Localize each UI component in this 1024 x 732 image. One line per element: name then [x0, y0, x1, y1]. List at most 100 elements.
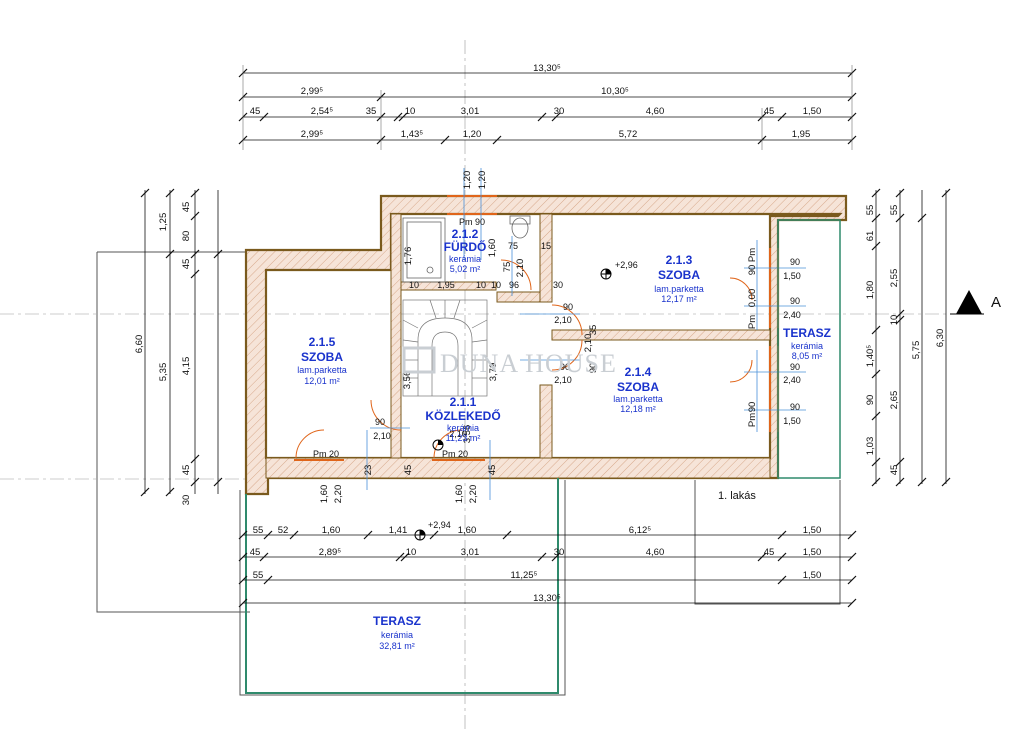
- room-material: kerámia: [447, 423, 479, 433]
- section-marker-label: A: [991, 294, 1001, 311]
- opening-label: 3,56: [402, 371, 413, 390]
- dim-label: 30: [554, 547, 565, 558]
- opening-label: 90: [588, 363, 599, 374]
- opening-label: 1,20: [462, 171, 473, 190]
- terrace-area: 8,05 m²: [792, 351, 823, 361]
- dim-label: 6,60: [134, 335, 145, 354]
- dim-label: 55: [865, 205, 876, 216]
- room-id: 2.1.3: [666, 253, 693, 267]
- opening-label: 90: [790, 257, 800, 267]
- top-dim-labels: 13,30⁵ 2,99⁵ 10,30⁵ 45 2,54⁵ 35 10 3,01 …: [250, 63, 822, 140]
- dim-label: 5,35: [158, 363, 169, 382]
- dim-label: 2,55: [889, 269, 900, 288]
- dim-label: 61: [865, 231, 876, 242]
- dim-label: 45: [181, 259, 192, 270]
- watermark: DUNA HOUSE: [402, 346, 616, 378]
- opening-label: 0,00: [747, 289, 758, 308]
- lower-outline: [96, 251, 841, 696]
- room-name: FÜRDŐ: [444, 239, 487, 254]
- opening-label: Pm: [747, 413, 758, 427]
- opening-label: 10: [491, 280, 501, 290]
- axis-lines: [0, 40, 950, 732]
- room-id: 2.1.4: [625, 365, 652, 379]
- dim-label: 45: [889, 465, 900, 476]
- opening-label: 90: [375, 417, 385, 427]
- opening-label: 1,60: [454, 485, 465, 504]
- opening-label: 90: [563, 302, 573, 312]
- room-material: lam.parketta: [654, 284, 704, 294]
- bottom-dim-labels: 55 52 1,60 1,41 1,60 6,12⁵ 1,50 45 2,89⁵…: [250, 525, 822, 604]
- opening-label: 2,10: [373, 431, 391, 441]
- dim-label: 1,50: [803, 547, 822, 558]
- opening-labels: 1,20 1,20 Pm 90 1,76 1,60 75 15 75 2,10 …: [313, 171, 801, 504]
- dim-label: 5,75: [911, 341, 922, 360]
- dim-label: 3,01: [461, 106, 480, 117]
- dim-label: 2,89⁵: [319, 547, 341, 558]
- dim-label: 1,50: [803, 570, 822, 581]
- opening-label: 1,20: [477, 171, 488, 190]
- terrace-name: TERASZ: [373, 614, 421, 628]
- opening-label: 90: [790, 362, 800, 372]
- opening-label: 10: [476, 280, 486, 290]
- dim-label: 55: [889, 205, 900, 216]
- dim-label: 1,41: [389, 525, 408, 536]
- room-name: SZOBA: [301, 350, 343, 364]
- dim-label: 52: [278, 525, 289, 536]
- opening-label: 90: [747, 265, 758, 276]
- room-area: 12,17 m²: [661, 294, 697, 304]
- right-dim-labels: 55 55 61 1,80 2,55 10 1,40⁵ 5,75 6,30 90…: [865, 205, 946, 476]
- opening-label: 1,60: [319, 485, 330, 504]
- dim-label: 1,43⁵: [401, 129, 423, 140]
- dim-label: 30: [181, 495, 192, 506]
- room-name: KÖZLEKEDŐ: [425, 408, 500, 423]
- room-area: 5,02 m²: [450, 264, 481, 274]
- opening-label: Pm 20: [442, 449, 468, 459]
- opening-label: 30: [553, 280, 563, 290]
- room-id: 2.1.5: [309, 335, 336, 349]
- opening-label: 2,10: [554, 375, 572, 385]
- opening-label: 1,60: [487, 239, 498, 258]
- opening-label: 1,76: [403, 247, 414, 266]
- opening-ticks: [366, 168, 806, 500]
- dim-label: 45: [181, 465, 192, 476]
- bottom-dimensions: [238, 530, 857, 608]
- dim-label: 6,12⁵: [629, 525, 651, 536]
- dim-label: 90: [865, 395, 876, 406]
- dim-label: 1,60: [322, 525, 341, 536]
- dim-label: 1,25: [158, 213, 169, 232]
- room-2-1-5: 2.1.5 SZOBA lam.parketta 12,01 m²: [297, 335, 347, 386]
- opening-label: 2,10: [449, 429, 467, 439]
- dim-label: 30: [554, 106, 565, 117]
- dim-label: 3,01: [461, 547, 480, 558]
- walls: [244, 194, 848, 496]
- apartment-label: 1. lakás: [718, 490, 756, 502]
- dim-label: 55: [253, 525, 264, 536]
- opening-label: 90: [790, 296, 800, 306]
- dim-label: 1,03: [865, 437, 876, 456]
- dim-label: 10,30⁵: [601, 86, 629, 97]
- terrace-name: TERASZ: [783, 326, 831, 340]
- room-name: SZOBA: [617, 380, 659, 394]
- room-area: 12,18 m²: [620, 404, 656, 414]
- opening-label: 1,50: [783, 416, 801, 426]
- dim-label: 45: [250, 106, 261, 117]
- dim-label: 45: [181, 202, 192, 213]
- dim-label: 1,50: [803, 525, 822, 536]
- terrace-right: [777, 219, 841, 479]
- left-dim-labels: 1,25 45 80 45 6,60 5,35 4,15 45 30: [134, 202, 192, 506]
- opening-label: 2,40: [783, 375, 801, 385]
- dim-label: 2,99⁵: [301, 129, 323, 140]
- opening-label: 15: [541, 241, 551, 251]
- level-markers: +2,96 +2,94: [414, 260, 638, 541]
- right-dimensions: [871, 188, 951, 487]
- terrace-right-label: TERASZ kerámia 8,05 m²: [783, 326, 831, 361]
- top-dimensions: [238, 65, 857, 150]
- opening-label: Pm: [747, 248, 758, 262]
- opening-label: 3,56: [462, 425, 473, 444]
- opening-label: 2,10: [583, 334, 594, 353]
- terrace-area: 32,81 m²: [379, 641, 415, 651]
- staircase: [402, 299, 488, 397]
- opening-label: 2,40: [783, 310, 801, 320]
- dim-label: 1,80: [865, 281, 876, 300]
